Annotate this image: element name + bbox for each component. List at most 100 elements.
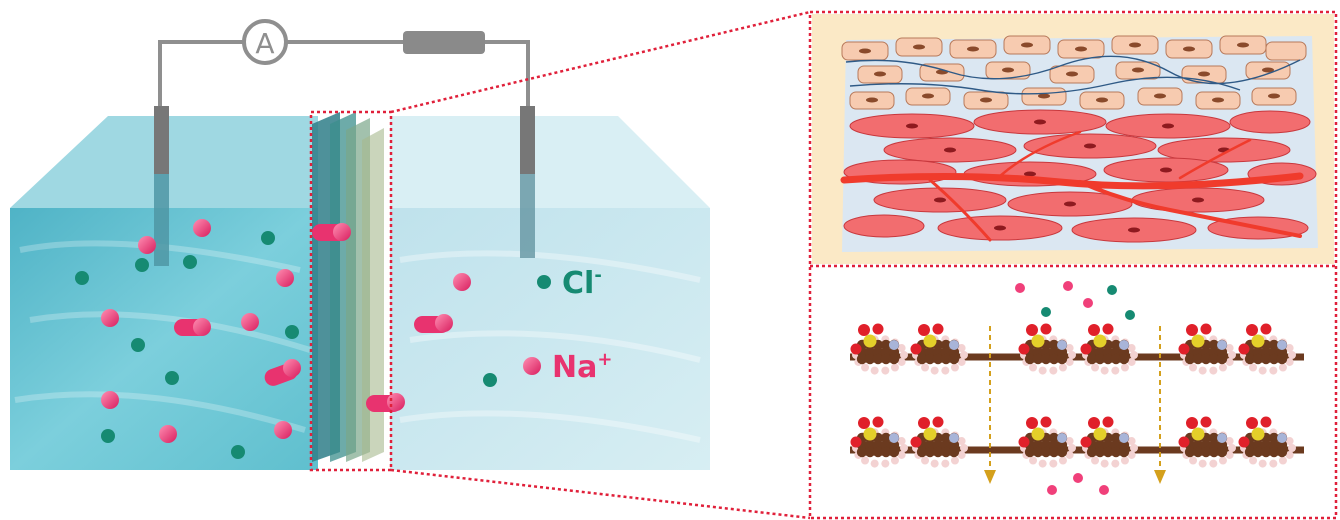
atom <box>1249 363 1258 372</box>
atom <box>1288 351 1296 359</box>
atom <box>1249 456 1258 465</box>
atom <box>900 351 908 359</box>
atom <box>889 340 899 350</box>
atom <box>1102 353 1114 365</box>
atom <box>1110 446 1122 458</box>
atom <box>1093 427 1107 441</box>
ion-icon <box>1107 285 1117 295</box>
atom <box>1100 459 1109 468</box>
atom <box>1228 351 1236 359</box>
atom <box>1216 353 1228 365</box>
ion-icon <box>1041 307 1051 317</box>
ion-icon <box>537 275 551 289</box>
atom <box>850 436 862 448</box>
resistor-icon <box>403 31 485 54</box>
atom <box>1285 437 1294 446</box>
atom <box>950 456 959 465</box>
atom <box>861 363 870 372</box>
atom <box>1026 324 1038 336</box>
ion-icon <box>75 271 89 285</box>
ion-icon <box>1125 310 1135 320</box>
atom <box>1102 323 1114 335</box>
atom <box>1091 363 1100 372</box>
ion-icon <box>101 391 119 409</box>
atom <box>918 324 930 336</box>
atom <box>932 353 944 365</box>
atom <box>948 446 960 458</box>
atom <box>1189 363 1198 372</box>
atom <box>1058 456 1067 465</box>
molecular-sheet-lower <box>850 416 1304 468</box>
ion-icon <box>274 421 292 439</box>
atom <box>1080 436 1092 448</box>
atom <box>1065 450 1074 459</box>
ion-icon <box>101 429 115 443</box>
external-circuit: A <box>158 19 530 118</box>
atom <box>1068 351 1076 359</box>
atom <box>1048 353 1060 365</box>
atom <box>1102 416 1114 428</box>
ion-icon <box>283 359 301 377</box>
atom <box>1260 446 1272 458</box>
zoom-connector <box>390 10 811 520</box>
atom <box>1228 444 1236 452</box>
atom <box>856 353 868 365</box>
ion-icon <box>1047 485 1057 495</box>
atom <box>1048 446 1060 458</box>
atom <box>1130 351 1138 359</box>
atom <box>1200 446 1212 458</box>
atom <box>1058 363 1067 372</box>
atom <box>1127 344 1136 353</box>
ion-icon <box>523 357 541 375</box>
atom <box>932 446 944 458</box>
chloride-ions <box>75 231 551 459</box>
atom <box>888 353 900 365</box>
atom <box>960 444 968 452</box>
atom <box>890 456 899 465</box>
atom <box>1244 353 1256 365</box>
atom <box>897 344 906 353</box>
atom <box>1225 357 1234 366</box>
atom <box>1186 324 1198 336</box>
atom <box>1040 446 1052 458</box>
atom <box>1029 363 1038 372</box>
ion-icon <box>193 318 211 336</box>
ion-icon <box>138 236 156 254</box>
ion-icon <box>1099 485 1109 495</box>
atom <box>948 353 960 365</box>
atom <box>856 446 868 458</box>
ion-icon <box>435 314 453 332</box>
atom <box>1024 446 1036 458</box>
atom <box>1065 437 1074 446</box>
atom <box>881 459 890 468</box>
atom <box>957 344 966 353</box>
atom <box>1217 340 1227 350</box>
tissue-icon <box>812 14 1334 264</box>
atom <box>858 324 870 336</box>
atom <box>1068 444 1076 452</box>
sodium-label: Na+ <box>552 349 612 385</box>
atom <box>910 436 922 448</box>
atom <box>1110 353 1122 365</box>
atom <box>1178 343 1190 355</box>
ion-icon <box>101 309 119 327</box>
atom <box>890 363 899 372</box>
atom <box>1209 459 1218 468</box>
atom <box>1285 357 1294 366</box>
atom <box>957 357 966 366</box>
atom <box>1238 343 1250 355</box>
chloride-charge: - <box>594 265 601 286</box>
atom <box>940 446 952 458</box>
ion-legend: Cl- Na+ <box>523 265 612 385</box>
atom <box>1225 344 1234 353</box>
atom <box>1024 353 1036 365</box>
atom <box>1091 456 1100 465</box>
atom <box>957 437 966 446</box>
muscle-nuclei <box>906 119 1230 233</box>
atom <box>930 459 939 468</box>
membrane-icon <box>312 112 384 462</box>
atom <box>1277 340 1287 350</box>
atom <box>918 417 930 429</box>
atom <box>1057 433 1067 443</box>
ion-icon <box>1063 281 1073 291</box>
